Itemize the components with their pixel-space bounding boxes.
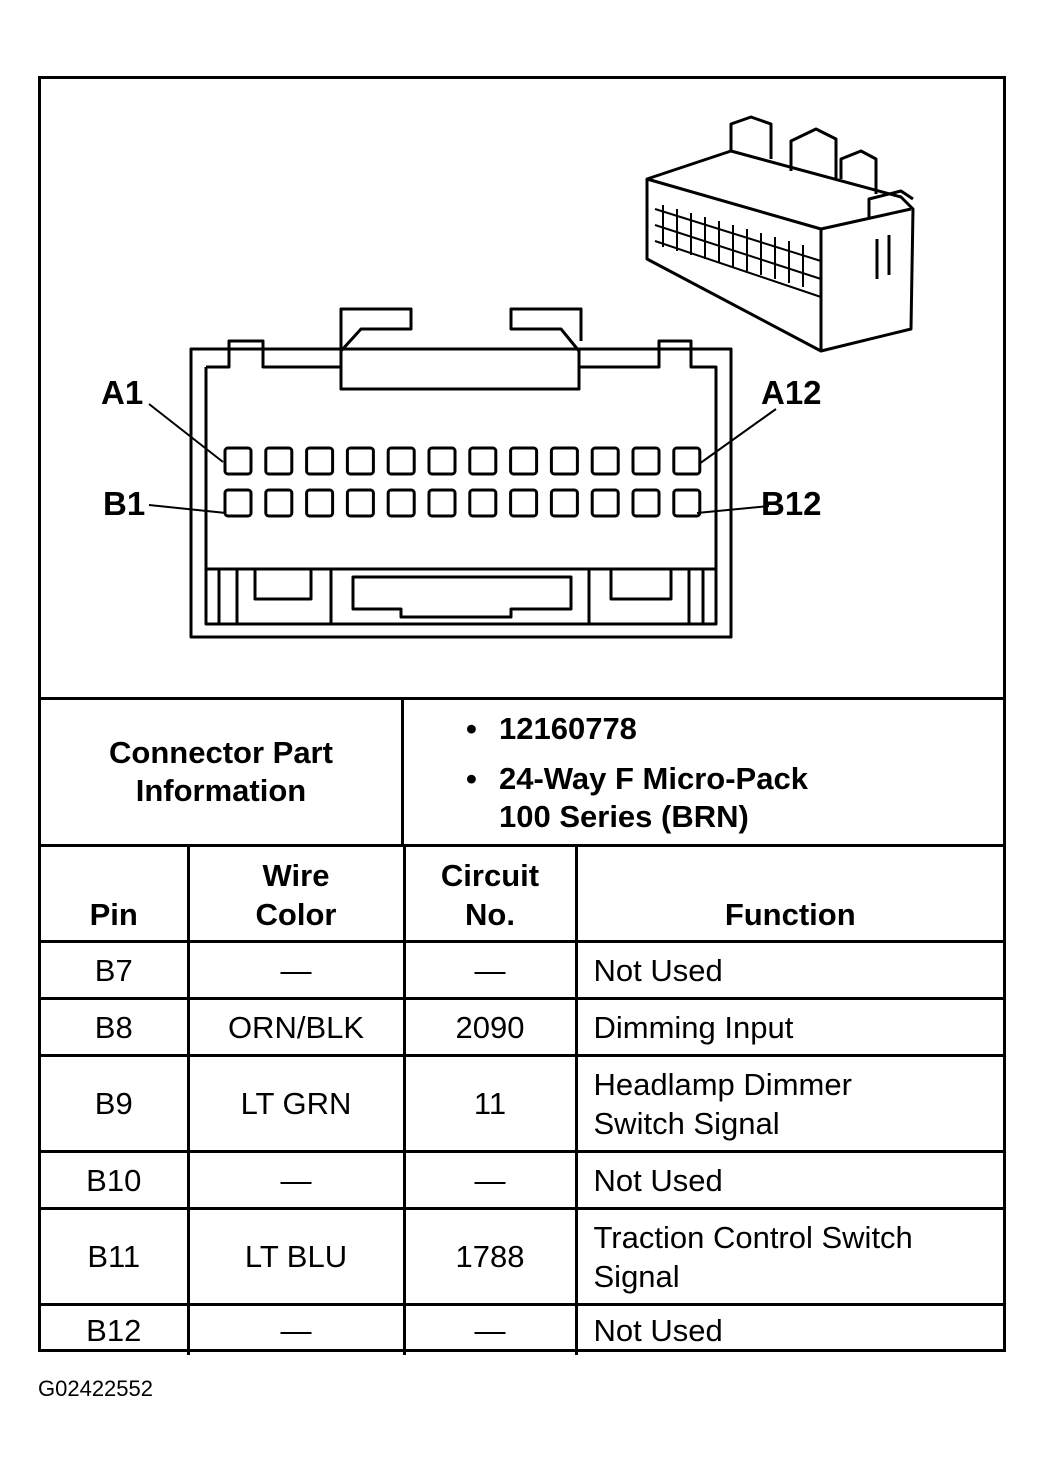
pin-cavity-a9 [549, 446, 579, 476]
connector-diagram: A1 A12 B1 B12 [101, 115, 915, 639]
header-function: Function [574, 844, 1003, 943]
wire-color-cell: LT BLU [186, 1207, 406, 1306]
connector-info-label-line1: Connector Part [109, 735, 333, 770]
pin-cavity-b5 [386, 488, 416, 518]
circuit-cell: 1788 [402, 1207, 578, 1306]
pin-cavity-a4 [345, 446, 375, 476]
pin-cavity-a12 [672, 446, 702, 476]
table-row: B12 — — Not Used [41, 1303, 1003, 1355]
connector-front-view [189, 307, 733, 639]
header-pin: Pin [41, 844, 190, 943]
connector-info-list: 12160778 24-Way F Micro-Pack 100 Series … [404, 700, 1003, 844]
pin-cavity-a10 [590, 446, 620, 476]
pin-cavity-b3 [305, 488, 335, 518]
connector-description: 24-Way F Micro-Pack 100 Series (BRN) [404, 760, 1003, 836]
function-cell: Not Used [574, 1150, 1003, 1210]
wire-color-cell: — [186, 1303, 406, 1355]
pin-label-leaders [148, 403, 777, 514]
pin-cavity-b8 [509, 488, 539, 518]
pin-cell: B8 [41, 997, 190, 1057]
connector-info-row: Connector Part Information 12160778 24-W… [41, 697, 1003, 844]
wire-color-cell: ORN/BLK [186, 997, 406, 1057]
connector-description-line1: 24-Way F Micro-Pack [499, 761, 808, 796]
wire-color-cell: — [186, 1150, 406, 1210]
function-cell: Not Used [574, 1303, 1003, 1355]
circuit-cell: — [402, 1150, 578, 1210]
pin-cavity-b11 [631, 488, 661, 518]
function-cell: Not Used [574, 940, 1003, 1000]
pin-grid [223, 446, 702, 518]
diagram-frame: A1 A12 B1 B12 Connector Part Information… [38, 76, 1006, 1355]
pin-cavity-a5 [386, 446, 416, 476]
figure-code: G02422552 [38, 1376, 153, 1401]
connector-3d-illustration [645, 115, 915, 353]
pin-cell: B11 [41, 1207, 190, 1306]
pin-label-a1: A1 [101, 374, 143, 411]
function-cell: Dimming Input [574, 997, 1003, 1057]
pin-cavity-b9 [549, 488, 579, 518]
pin-cavity-b6 [427, 488, 457, 518]
pin-label-b1: B1 [103, 485, 145, 522]
table-row: B7 — — Not Used [41, 940, 1003, 1000]
table-row: B8 ORN/BLK 2090 Dimming Input [41, 997, 1003, 1057]
circuit-cell: — [402, 1303, 578, 1355]
pin-cavity-a8 [509, 446, 539, 476]
table-row: B10 — — Not Used [41, 1150, 1003, 1210]
connector-part-number: 12160778 [404, 710, 1003, 748]
pin-cavity-b2 [264, 488, 294, 518]
pin-cavity-b12 [672, 488, 702, 518]
pin-cavity-a6 [427, 446, 457, 476]
pin-cavity-b10 [590, 488, 620, 518]
pin-cell: B7 [41, 940, 190, 1000]
wire-color-cell: LT GRN [186, 1054, 406, 1153]
pin-label-b12: B12 [761, 485, 822, 522]
pin-cavity-a11 [631, 446, 661, 476]
circuit-cell: 11 [402, 1054, 578, 1153]
pin-cavity-b4 [345, 488, 375, 518]
connector-description-line2: 100 Series (BRN) [499, 799, 749, 834]
pin-cell: B9 [41, 1054, 190, 1153]
pin-cavity-a2 [264, 446, 294, 476]
pin-cavity-a1 [223, 446, 253, 476]
wire-color-cell: — [186, 940, 406, 1000]
pin-label-a12: A12 [761, 374, 822, 411]
circuit-cell: 2090 [402, 997, 578, 1057]
connector-info-label: Connector Part Information [41, 700, 404, 844]
pin-cell: B12 [41, 1303, 190, 1355]
pin-cavity-a3 [305, 446, 335, 476]
circuit-cell: — [402, 940, 578, 1000]
connector-info-label-line2: Information [135, 773, 307, 808]
pin-cavity-a7 [468, 446, 498, 476]
pin-cell: B10 [41, 1150, 190, 1210]
pin-cavity-b1 [223, 488, 253, 518]
pin-cavity-b7 [468, 488, 498, 518]
